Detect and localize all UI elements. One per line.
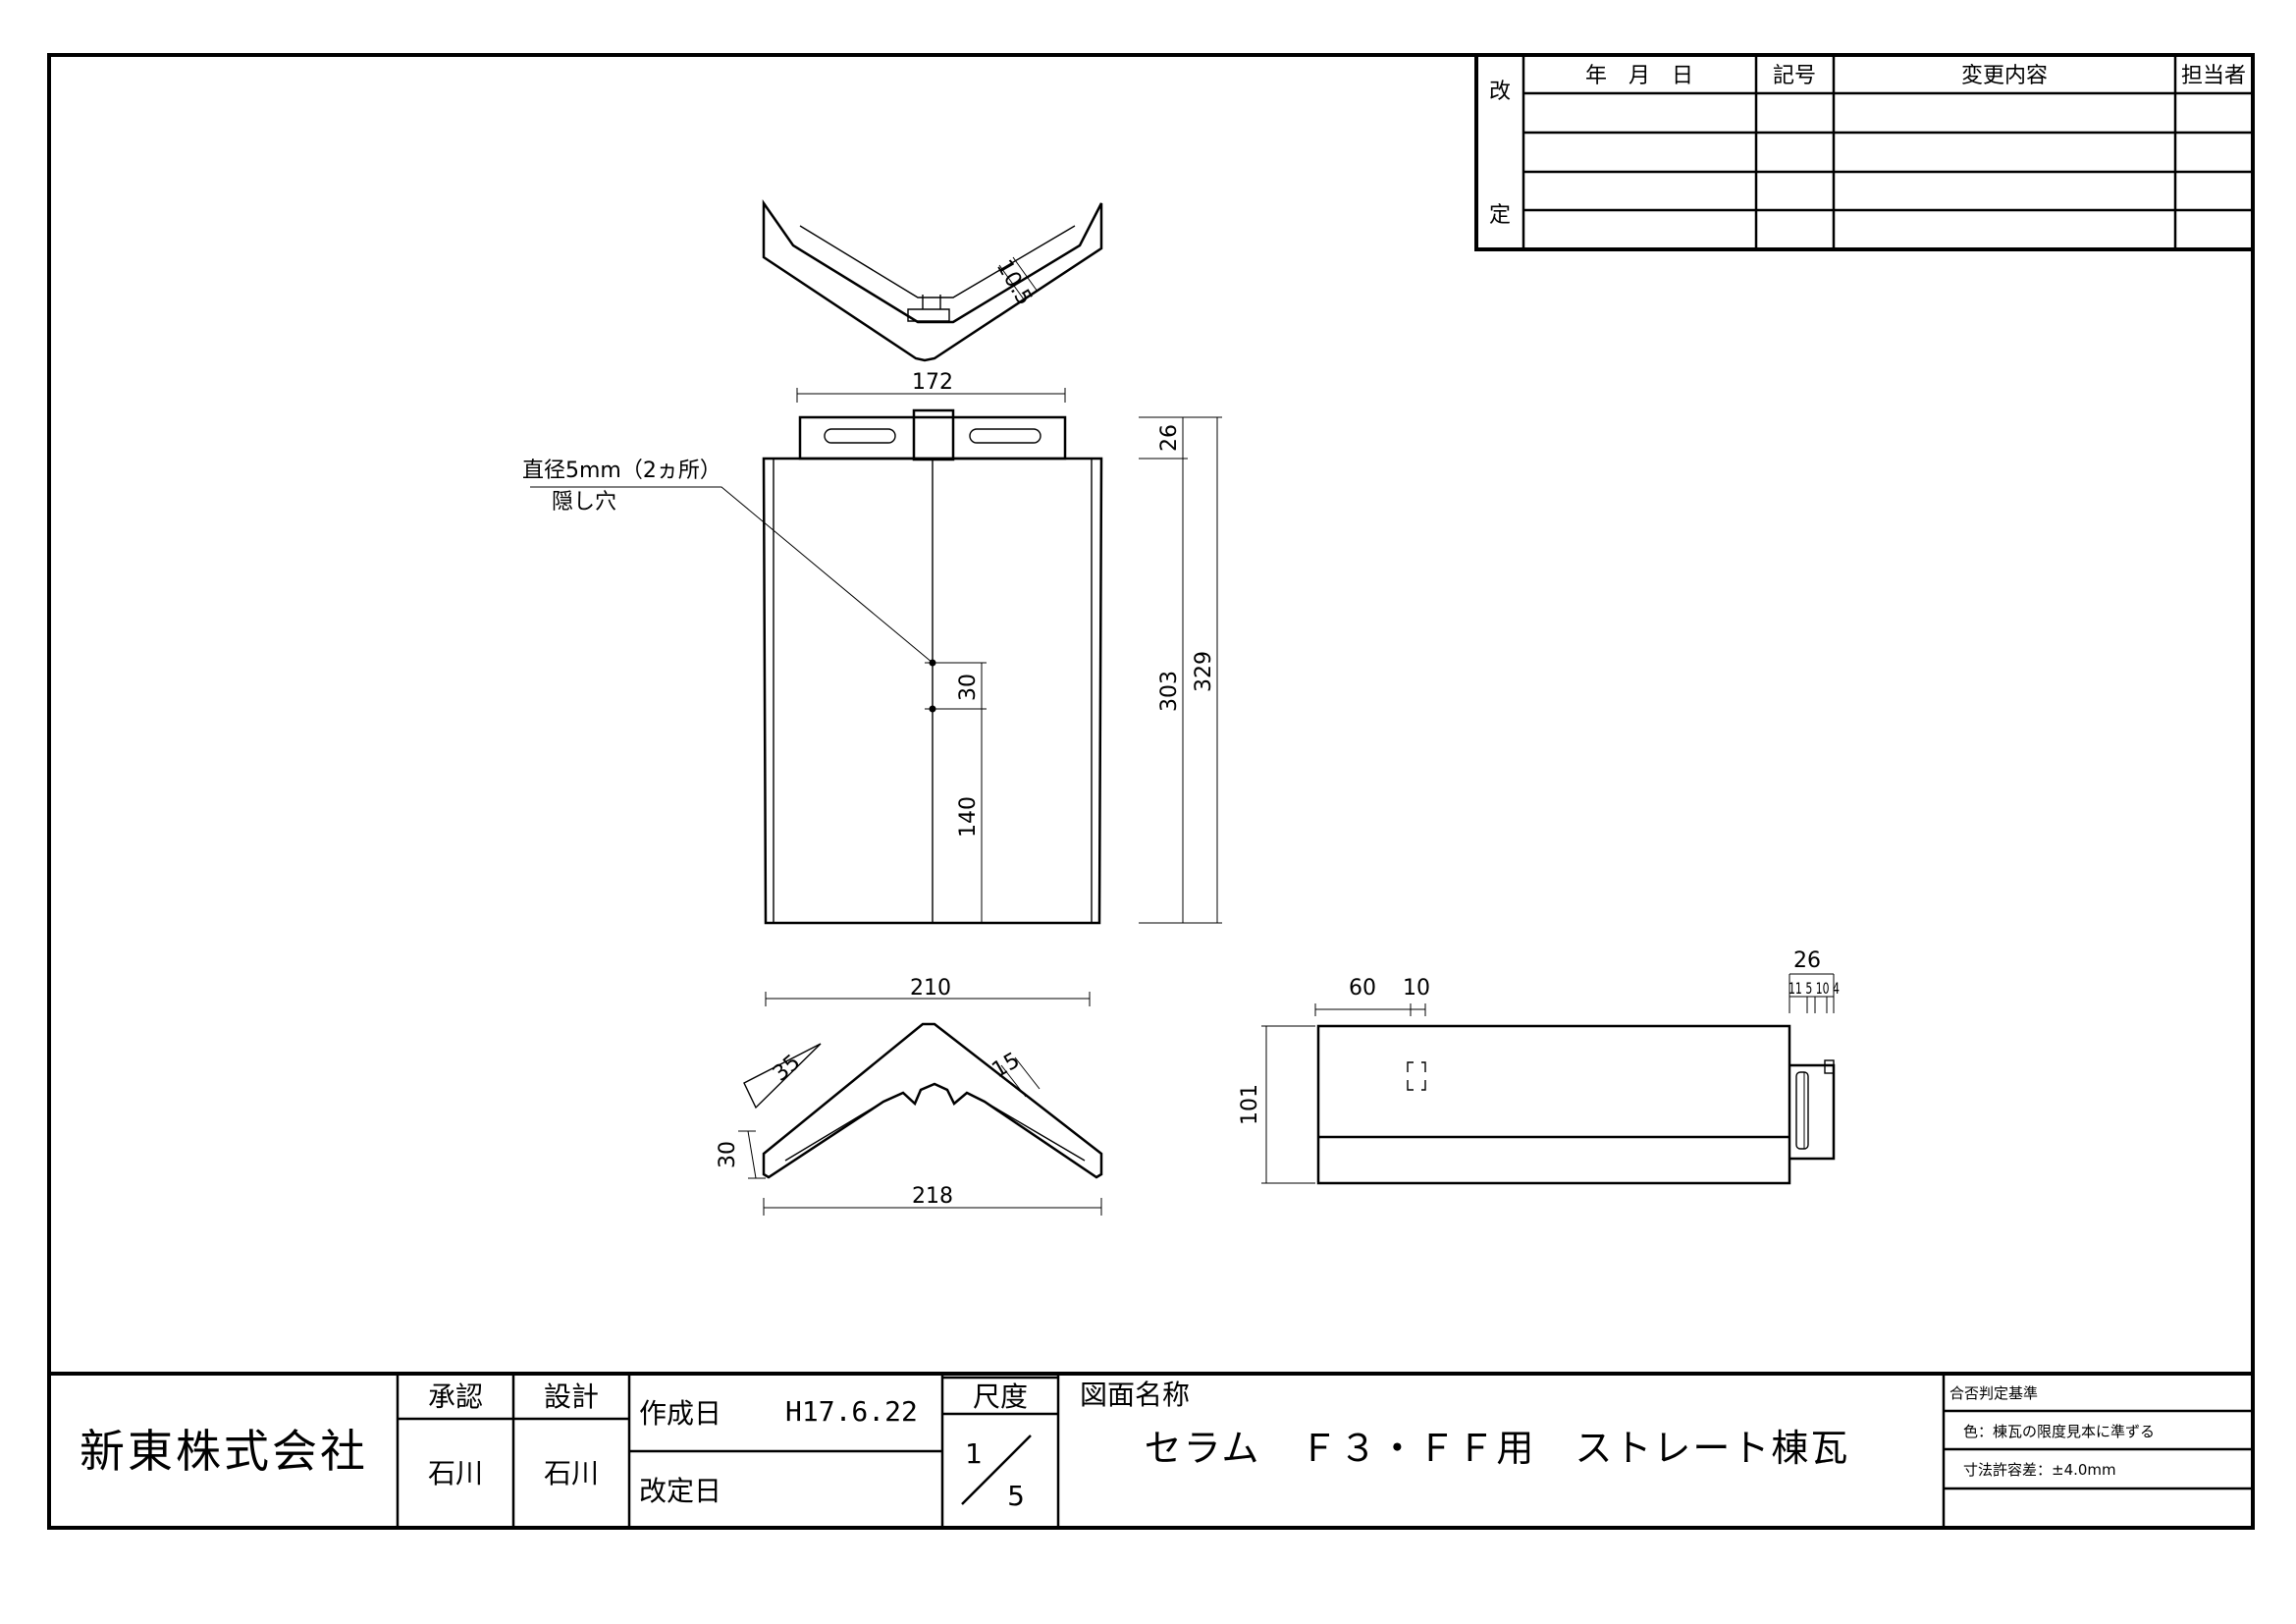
criteria-color: 色：棟瓦の限度見本に準ずる [1963,1423,2155,1440]
company-name: 新東株式会社 [80,1425,368,1478]
dim-front-top-width: 210 [910,976,951,1001]
front-view: 210 218 35 15 30 [716,976,1103,1216]
dim-hole-from-bottom: 140 [956,796,981,838]
hole-note-line1: 直径5mm（2ヵ所） [522,459,721,483]
design-name: 石川 [544,1457,599,1489]
dim-side-top-a: 60 [1349,976,1376,1001]
dim-front-bottom-width: 218 [912,1184,953,1209]
criteria-label: 合否判定基準 [1949,1384,2038,1402]
revised-label: 改定日 [639,1475,721,1507]
approval-label: 承認 [428,1380,483,1413]
revision-header-mark: 記号 [1773,64,1816,88]
dim-side-tab-total: 26 [1793,948,1821,973]
dim-side-top-b: 10 [1403,976,1430,1001]
revision-header-content: 変更内容 [1961,64,2048,88]
drawing-name: セラム Ｆ３・ＦＦ用 ストレート棟瓦 [1145,1427,1850,1470]
dim-front-angle: 35 [769,1050,806,1086]
scale-slash [961,1435,1032,1505]
scale-denominator: 5 [1007,1480,1025,1512]
approval-name: 石川 [428,1457,483,1489]
title-block: 新東株式会社 承認 設計 石川 石川 作成日 H17.6.22 改定日 尺度 1… [49,1372,2253,1528]
drawing-name-label: 図面名称 [1080,1379,1190,1411]
dim-front-edge: 30 [716,1141,740,1168]
hole-note-line2: 隠し穴 [552,490,616,514]
scale-label: 尺度 [973,1380,1028,1413]
dim-side-tab-parts: 11 5 10 4 [1789,979,1840,998]
revision-header-date: 年 月 日 [1585,64,1693,88]
revision-side-label-bottom: 定 [1489,203,1511,228]
revision-side-label-top: 改 [1489,80,1511,104]
revision-header-person: 担当者 [2181,64,2246,88]
dim-plan-width: 172 [912,370,953,395]
dim-plan-body-height: 303 [1157,671,1182,712]
side-view: 60 10 101 26 11 5 10 4 [1238,948,1840,1185]
dim-side-height: 101 [1238,1084,1262,1125]
dim-front-thickness: 15 [988,1049,1025,1084]
scale-numerator: 1 [965,1437,983,1470]
dim-plan-tab-height: 26 [1157,424,1182,452]
design-label: 設計 [544,1380,599,1413]
created-label: 作成日 [639,1397,721,1430]
dim-hole-spacing: 30 [956,674,981,701]
plan-view: 172 30 140 直径5mm（2ヵ所） 隠し穴 26 303 329 [522,370,1222,925]
top-view: 10.5 [762,199,1103,362]
revision-table: 改 定 年 月 日 記号 変更内容 担当者 [1474,53,2255,251]
created-date: H17.6.22 [785,1395,918,1428]
dim-plan-total-height: 329 [1192,651,1216,692]
dim-top-thickness: 10.5 [991,256,1037,310]
sheet-border [47,53,2255,1530]
criteria-tolerance: 寸法許容差：±4.0mm [1963,1461,2116,1479]
